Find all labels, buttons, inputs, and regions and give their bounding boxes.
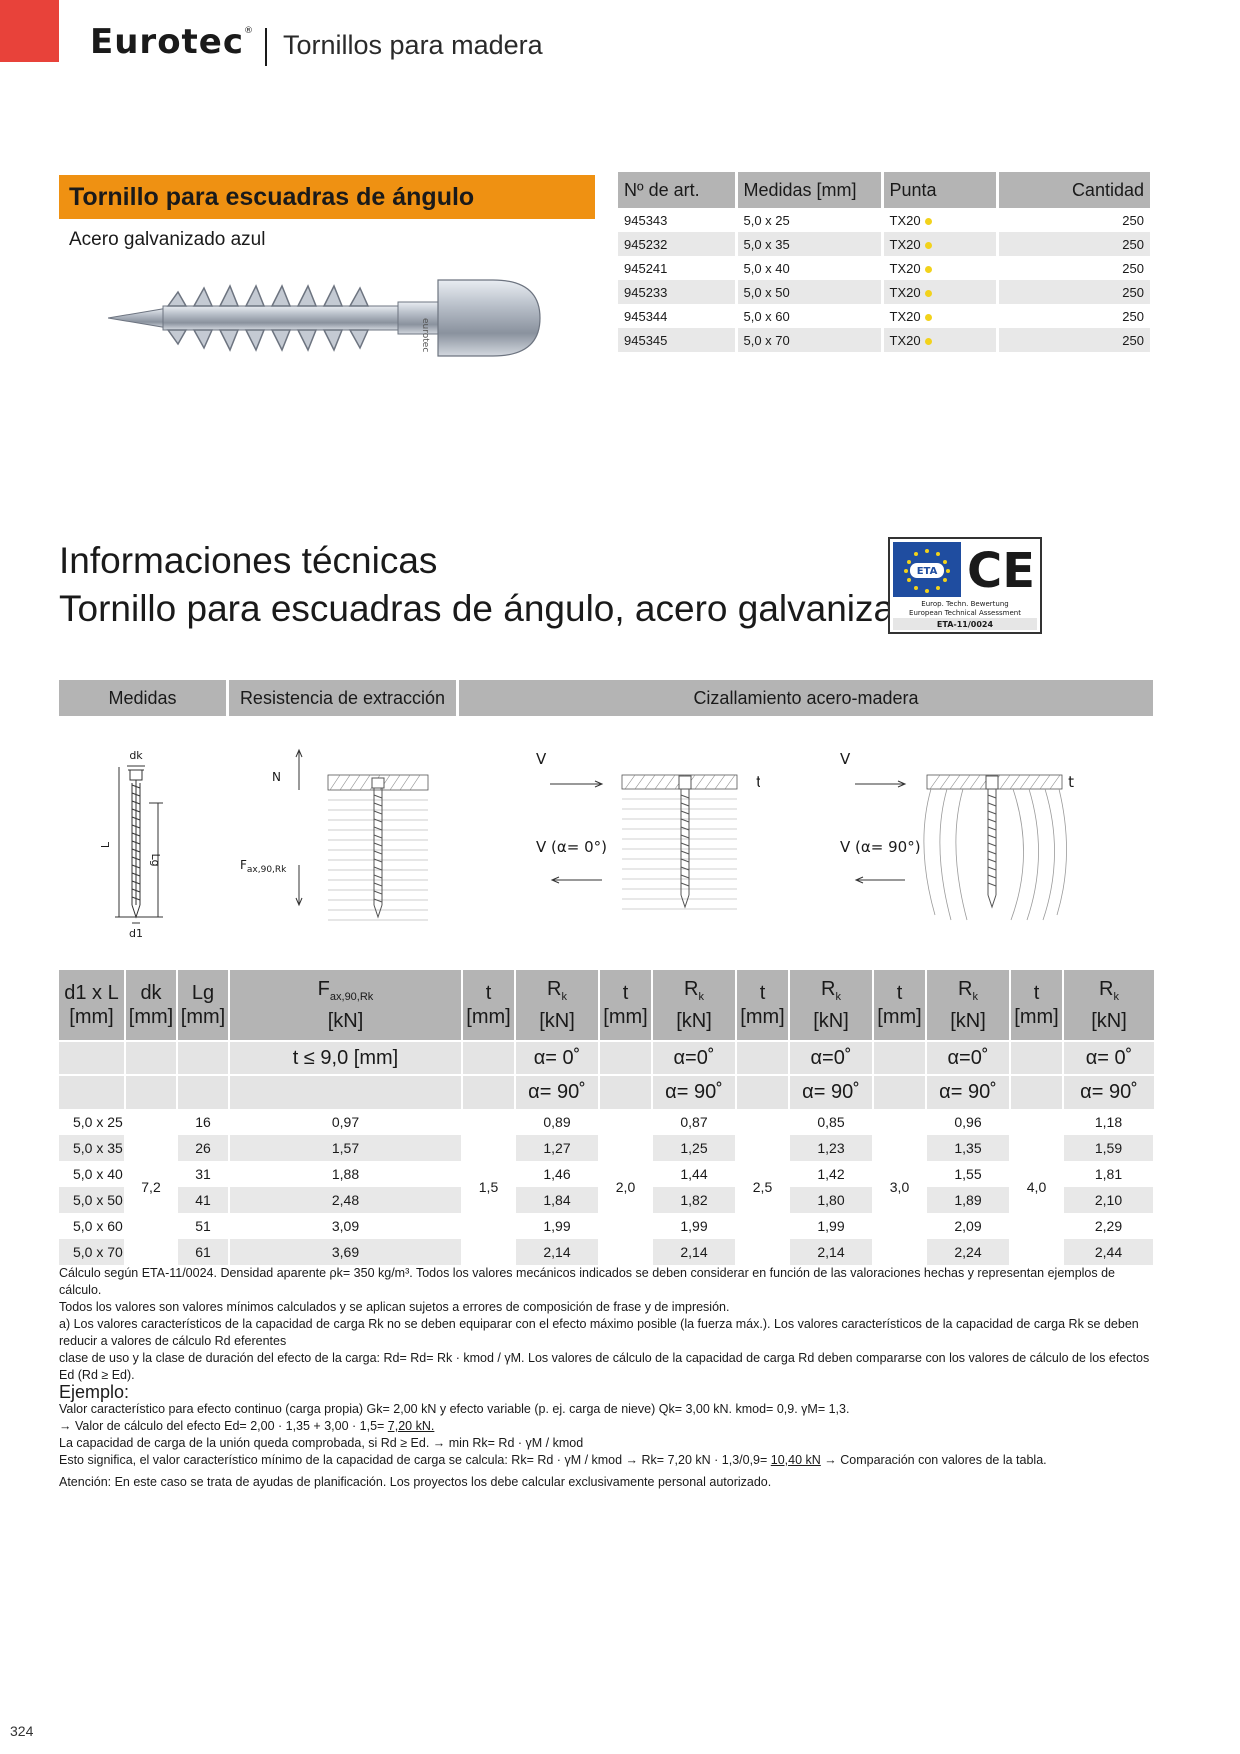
note-line: clase de uso y la clase de duración del … [59,1351,1150,1382]
svg-text:Fax,90,Rk: Fax,90,Rk [240,858,287,875]
svg-text:t: t [1068,773,1074,791]
example-title: Ejemplo: [59,1382,130,1402]
table-row: 5,0 x 60 51 3,09 1,99 1,99 1,99 2,09 2,2… [59,1213,1155,1239]
table-row: 945241 5,0 x 40 TX20 250 [618,256,1150,280]
technical-data-table: d1 x L[mm] dk[mm] Lg[mm] Fax,90,Rk[kN] t… [59,970,1155,1265]
svg-text:V: V [536,750,547,768]
svg-text:N: N [272,770,281,784]
svg-text:Lg: Lg [149,853,162,866]
attention-note: Atención: En este caso se trata de ayuda… [59,1475,772,1489]
withdrawal-diagram: N Fax,90,Rk [240,748,429,921]
col-header-size: Medidas [mm] [736,172,884,208]
svg-text:t: t [756,773,760,791]
svg-text:dk: dk [129,749,143,762]
brand-logo: Eurotec® [90,22,255,62]
note-line: Todos los valores son valores mínimos ca… [59,1300,730,1314]
col-header-rk: Rk[kN] [515,970,600,1041]
table-row: 5,0 x 40 31 1,88 1,46 1,44 1,42 1,55 1,8… [59,1161,1155,1187]
svg-text:V (α= 90°): V (α= 90°) [840,838,921,856]
col-header-qty: Cantidad [997,172,1150,208]
yellow-dot-icon [924,217,932,225]
svg-text:ETA-11/0024: ETA-11/0024 [937,620,994,629]
col-header-t: t[mm] [736,970,790,1041]
screw-product-image: eurotec [108,279,541,357]
calculation-notes: Cálculo según ETA-11/0024. Densidad apar… [59,1265,1159,1491]
yellow-dot-icon [924,265,932,273]
product-title: Tornillo para escuadras de ángulo [59,175,595,219]
svg-text:ETA: ETA [917,566,938,577]
section-header-withdrawal: Resistencia de extracción [229,680,456,716]
svg-text:L: L [99,841,112,848]
col-header-t: t[mm] [873,970,927,1041]
yellow-dot-icon [924,337,932,345]
svg-text:d1: d1 [129,927,143,940]
yellow-dot-icon [924,241,932,249]
table-row: 5,0 x 50 41 2,48 1,84 1,82 1,80 1,89 2,1… [59,1187,1155,1213]
col-header-fax: Fax,90,Rk[kN] [229,970,463,1041]
section-header-shear: Cizallamiento acero-madera [459,680,1153,716]
col-header-dk: dk[mm] [125,970,178,1041]
col-header-d1xL: d1 x L[mm] [59,970,126,1041]
col-header-rk: Rk[kN] [926,970,1011,1041]
col-header-rk: Rk[kN] [652,970,737,1041]
col-header-rk: Rk[kN] [789,970,874,1041]
example-line: → Valor de cálculo del efecto Ed= 2,00 ·… [59,1419,435,1433]
page-number: 324 [10,1723,34,1739]
eta-ce-certificate-badge: ETA CE Europ. Techn. Bewertung European … [888,537,1042,634]
dimensions-diagram: dk L Lg d1 [99,749,163,940]
shear-alpha90-diagram: V t V (α= 90°) [840,750,1074,921]
product-subtitle: Acero galvanizado azul [69,229,266,250]
tech-info-heading: Informaciones técnicas Tornillo para esc… [59,540,1014,629]
table-row: 945343 5,0 x 25 TX20 250 [618,208,1150,232]
svg-text:eurotec: eurotec [420,318,430,352]
yellow-dot-icon [924,313,932,321]
table-row: 5,0 x 70 61 3,69 2,14 2,14 2,14 2,24 2,4… [59,1239,1155,1265]
example-line: La capacidad de carga de la unión queda … [59,1436,584,1450]
note-line: a) Los valores característicos de la cap… [59,1317,1139,1348]
table-row: 945233 5,0 x 50 TX20 250 [618,280,1150,304]
table-row: 5,0 x 25 7,2 16 0,97 1,5 0,89 2,0 0,87 2… [59,1109,1155,1265]
table-row: 5,0 x 35 26 1,57 1,27 1,25 1,23 1,35 1,5… [59,1135,1155,1161]
col-header-art: Nº de art. [618,172,738,208]
example-line: Esto significa, el valor característico … [59,1453,1047,1467]
col-header-t: t[mm] [462,970,516,1041]
eta-ce-logo-icon: ETA CE Europ. Techn. Bewertung European … [893,542,1037,630]
svg-text:V: V [840,750,851,768]
col-header-tip: Punta [882,172,999,208]
note-line: Cálculo según ETA-11/0024. Densidad apar… [59,1266,1115,1297]
svg-text:V (α= 0°): V (α= 0°) [536,838,607,856]
table-row: 945232 5,0 x 35 TX20 250 [618,232,1150,256]
alpha0-row: t ≤ 9,0 [mm] α= 0˚ α=0˚ α=0˚ α=0˚ α= 0˚ [59,1040,1154,1075]
section-header-dimensions: Medidas [59,680,226,716]
col-header-rk: Rk[kN] [1063,970,1154,1041]
example-line: Valor característico para efecto continu… [59,1402,850,1416]
svg-text:CE: CE [967,543,1035,599]
table-row: 945344 5,0 x 60 TX20 250 [618,304,1150,328]
article-table: Nº de art. Medidas [mm] Punta Cantidad 9… [618,172,1150,352]
col-header-t: t[mm] [599,970,653,1041]
col-header-lg: Lg[mm] [177,970,230,1041]
page-title: Tornillos para madera [283,30,543,60]
svg-text:European Technical Assessment: European Technical Assessment [909,609,1021,617]
header-divider [265,28,267,66]
svg-text:Europ. Techn. Bewertung: Europ. Techn. Bewertung [921,600,1008,608]
table-row: 945345 5,0 x 70 TX20 250 [618,328,1150,352]
shear-alpha0-diagram: V t V (α= 0°) [536,750,760,910]
alpha90-row: α= 90˚ α= 90˚ α= 90˚ α= 90˚ α= 90˚ [59,1074,1154,1109]
brand-color-block [0,0,59,62]
yellow-dot-icon [924,289,932,297]
col-header-t: t[mm] [1010,970,1064,1041]
